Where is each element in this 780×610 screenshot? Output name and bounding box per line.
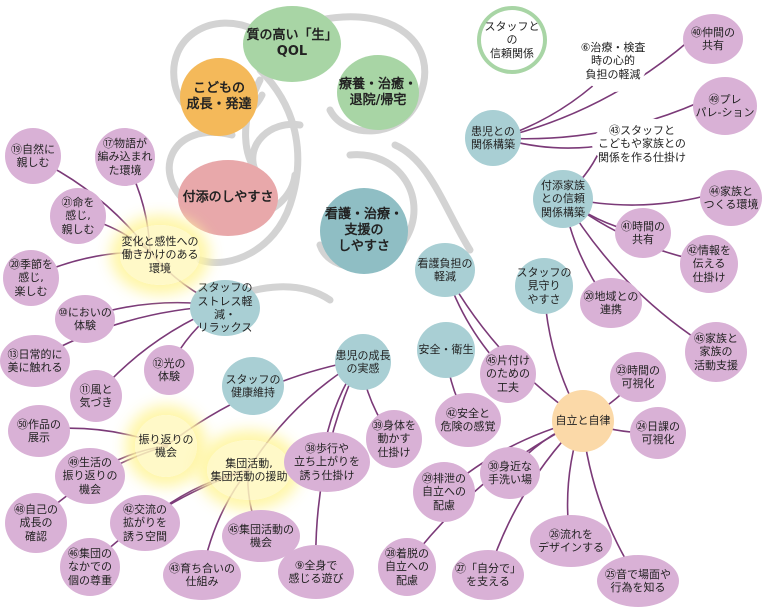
node-63: ㊳歩行や 立ち上がりを 誘う仕掛け bbox=[284, 432, 370, 492]
node-46: ㊻集団の なかでの 個の尊重 bbox=[60, 538, 120, 596]
node-13: ⑬日常的に 美に触れる bbox=[0, 335, 70, 387]
node-ease-of-attending: 付添のしやすさ bbox=[178, 160, 278, 236]
node-73: ㊸スタッフと こどもや家族との 関係を作る仕掛け bbox=[592, 118, 692, 170]
swirl-line bbox=[196, 66, 302, 267]
node-family-relationship: 付添家族 との信頼 関係構築 bbox=[533, 170, 593, 228]
node-patient-relationship: 患児との 関係構築 bbox=[465, 110, 521, 166]
node-autonomy: 自立と自律 bbox=[552, 390, 614, 452]
node-70: ⑳地域との 連携 bbox=[580, 278, 642, 328]
node-24: ㉔日課の 可視化 bbox=[630, 407, 686, 459]
connector-line bbox=[499, 39, 691, 139]
node-11: ⑪風と 気づき bbox=[70, 370, 122, 422]
node-23: ㉓時間の 可視化 bbox=[610, 352, 666, 402]
node-staff-health: スタッフの 健康維持 bbox=[222, 357, 284, 415]
node-6: ⑥治療・検査 時の心的 負担の軽減 bbox=[578, 30, 648, 92]
node-quality-of-life: 質の高い「生」 QOL bbox=[243, 6, 341, 82]
node-42: ㊷交流の 拡がりを 誘う空間 bbox=[110, 495, 180, 551]
node-29: ㉙排泄の 自立への 配慮 bbox=[413, 462, 475, 522]
node-72: ㊷情報を 伝える 仕掛け bbox=[680, 235, 738, 293]
node-21: ㉑命を 感じ, 親しむ bbox=[50, 188, 106, 244]
node-71: ㊶時間の 共有 bbox=[615, 208, 671, 258]
node-ease-of-care: 看護・治療・ 支援の しやすさ bbox=[320, 188, 408, 274]
node-27: ㉗「自分で」 を支える bbox=[452, 550, 524, 600]
node-safety-hygiene: 安全・衛生 bbox=[417, 322, 475, 378]
node-49: ㊾生活の 振り返りの 機会 bbox=[55, 448, 125, 504]
swirl-line bbox=[391, 141, 474, 254]
node-48: ㊽自己の 成長の 確認 bbox=[5, 493, 67, 553]
node-59: ㊾プレ パレ-ション bbox=[693, 77, 757, 135]
node-30: ㉚身近な 手洗い場 bbox=[480, 447, 540, 499]
node-50: ㊿作品の 展示 bbox=[8, 405, 70, 457]
node-25: ㉕音で場面や 行為を知る bbox=[597, 555, 679, 607]
node-watching-ease: スタッフの 見守り やすさ bbox=[515, 258, 573, 314]
node-19: ⑲自然に 親しむ bbox=[5, 128, 61, 184]
node-12: ⑫光の 体験 bbox=[144, 345, 194, 395]
node-reflection-opportunity: 振り返りの 機会 bbox=[135, 415, 197, 477]
node-20: ⑳季節を 感じ, 楽しむ bbox=[3, 250, 59, 306]
node-group-activity: 集団活動, 集団活動の援助 bbox=[207, 440, 291, 500]
node-nursing-burden: 看護負担の 軽減 bbox=[415, 243, 475, 297]
node-trust-with-staff: スタッフとの 信頼関係 bbox=[477, 6, 547, 74]
node-10: ⑩においの 体験 bbox=[55, 295, 115, 343]
node-40: ㊵仲間の 共有 bbox=[683, 14, 743, 64]
node-74: ㊹家族と つくる環境 bbox=[700, 170, 762, 226]
node-43: ㊸育ち合いの 仕組み bbox=[163, 550, 241, 600]
node-child-growth: こどもの 成長・発達 bbox=[180, 58, 258, 136]
swirl-line bbox=[316, 13, 429, 135]
node-64: ㊴身体を 動かす 仕掛け bbox=[366, 410, 422, 468]
node-growth-feeling: 患児の成長 の実感 bbox=[335, 334, 391, 390]
node-treatment-discharge: 療養・治癒・ 退院/帰宅 bbox=[337, 55, 419, 130]
node-staff-stress-relief: スタッフの ストレス軽減・ リラックス bbox=[190, 280, 260, 336]
node-62: ㊷安全と 危険の感覚 bbox=[435, 393, 501, 447]
node-26: ㉖流れを デザインする bbox=[530, 515, 612, 567]
node-17: ⑰物語が 編み込まれ た環境 bbox=[95, 128, 155, 186]
node-9: ⑨全身で 感じる遊び bbox=[278, 545, 354, 599]
node-75: ㊺家族と 家族の 活動支援 bbox=[685, 322, 747, 382]
node-28: ㉘着脱の 自立への 配慮 bbox=[378, 538, 436, 596]
node-change-sensitivity-env: 変化と感性への 働きかけのある 環境 bbox=[120, 225, 200, 285]
node-55: ㊺片付け のための 工夫 bbox=[480, 345, 536, 403]
